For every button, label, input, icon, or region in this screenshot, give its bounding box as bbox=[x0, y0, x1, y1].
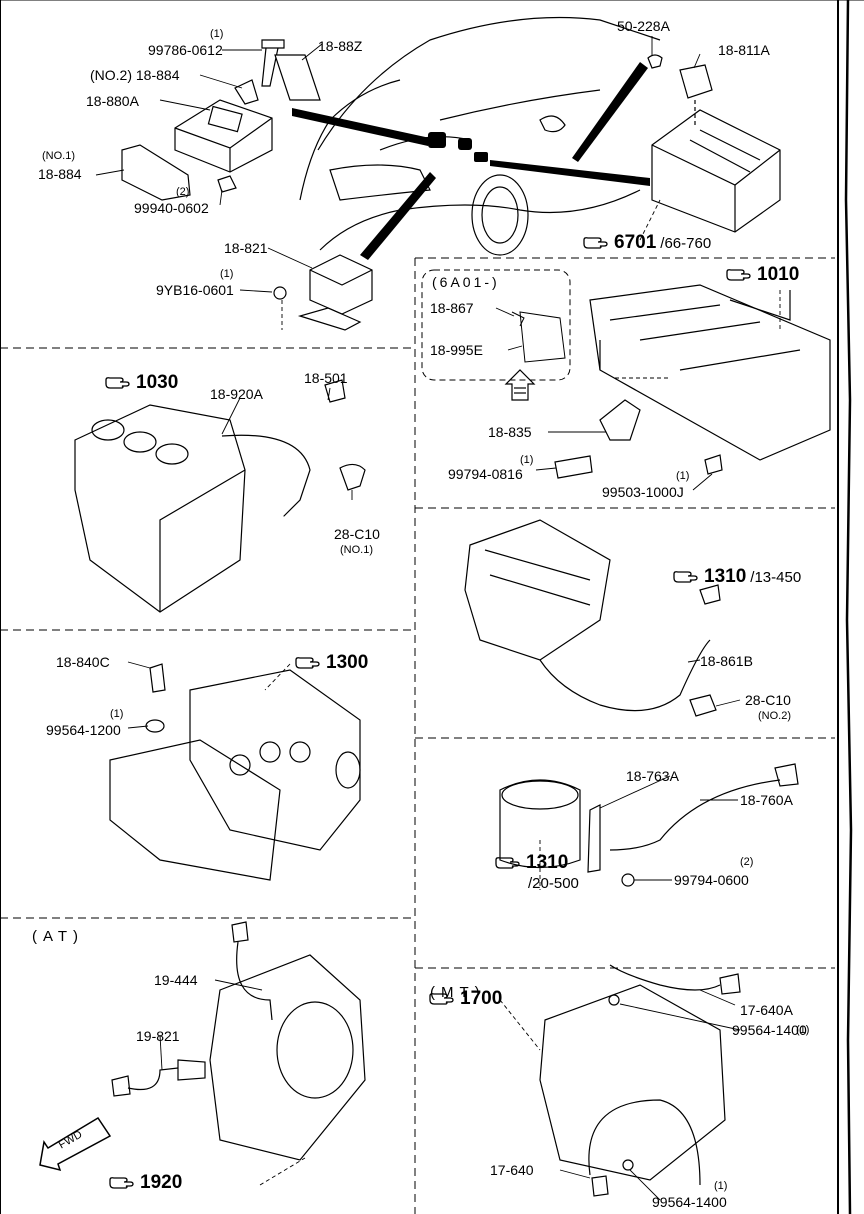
callout-wedges bbox=[292, 62, 650, 260]
relay-18-821 bbox=[273, 254, 373, 331]
part-99564-1200: 99564-1200 bbox=[46, 722, 121, 738]
no1-label: (NO.1) bbox=[340, 544, 373, 556]
part-18-763a: 18-763A bbox=[626, 768, 679, 784]
hand-pointer-icon bbox=[725, 268, 753, 282]
part-99794-0600: 99794-0600 bbox=[674, 872, 749, 888]
part-17-640: 17-640 bbox=[490, 1162, 534, 1178]
cylinder-block-1030 bbox=[74, 379, 366, 613]
up-arrow bbox=[504, 369, 536, 401]
hand-pointer-icon bbox=[104, 376, 132, 390]
qty-label: (1) bbox=[110, 708, 124, 720]
ecu-module bbox=[121, 39, 321, 201]
ref-1700: 1700 bbox=[428, 988, 502, 1010]
ref-1310-intake: 1310 /13-450 bbox=[672, 566, 801, 588]
part-18-861b: 18-861B bbox=[700, 653, 753, 669]
no2-label: (NO.2) bbox=[758, 710, 791, 722]
part-9yb16-0601: 9YB16-0601 bbox=[156, 282, 234, 298]
part-18-840c: 18-840C bbox=[56, 654, 110, 670]
hand-pointer-icon bbox=[494, 856, 522, 870]
ref-1300: 1300 bbox=[294, 652, 368, 674]
ref-number: 1700 bbox=[460, 988, 503, 1009]
cylinder-head-1010 bbox=[589, 284, 831, 461]
qty-label: (1) bbox=[220, 268, 234, 280]
intake-manifold-1310 bbox=[464, 519, 721, 717]
fwd-arrow bbox=[39, 1116, 112, 1172]
part-18-920a: 18-920A bbox=[210, 386, 263, 402]
hand-pointer-icon bbox=[582, 236, 610, 250]
part-18-995e: 18-995E bbox=[430, 342, 483, 358]
hand-pointer-icon bbox=[294, 656, 322, 670]
at-transmission bbox=[111, 921, 366, 1161]
part-18-835: 18-835 bbox=[488, 424, 532, 440]
section-mt: (MT) bbox=[430, 984, 486, 1001]
ref-page: /66-760 bbox=[660, 234, 712, 252]
part-28-c10-no2: 28-C10 bbox=[745, 692, 791, 708]
ref-number: 1310 bbox=[704, 566, 747, 587]
no1-label: (NO.1) bbox=[42, 150, 75, 162]
part-19-821: 19-821 bbox=[136, 1028, 180, 1044]
hand-pointer-icon bbox=[672, 570, 700, 584]
part-99794-0816: 99794-0816 bbox=[448, 466, 523, 482]
part-18-821: 18-821 bbox=[224, 240, 268, 256]
part-18-880a: 18-880A bbox=[86, 93, 139, 109]
part-19-444: 19-444 bbox=[154, 972, 198, 988]
hand-pointer-icon bbox=[108, 1176, 136, 1190]
part-99564-1400-a: 99564-1400 bbox=[732, 1022, 807, 1038]
ref-number: 6701 bbox=[614, 232, 657, 253]
leader-lines bbox=[95, 36, 781, 1201]
car-outline bbox=[299, 16, 661, 256]
part-50-228a: 50-228A bbox=[617, 18, 670, 34]
ref-6701: 6701 /66-760 bbox=[582, 232, 711, 254]
part-18-501: 18-501 bbox=[304, 370, 348, 386]
qty-label: (1) bbox=[520, 454, 534, 466]
subassembly-6a01: (6A01-) bbox=[432, 274, 500, 290]
part-17-640a: 17-640A bbox=[740, 1002, 793, 1018]
part-18-867: 18-867 bbox=[430, 300, 474, 316]
ref-number: 1010 bbox=[757, 264, 800, 285]
ref-1030: 1030 bbox=[104, 372, 178, 394]
part-28-c10-no1: 28-C10 bbox=[334, 526, 380, 542]
part-99786-0612: 99786-0612 bbox=[148, 42, 223, 58]
part-18-760a: 18-760A bbox=[740, 792, 793, 808]
cylinder-head-1300 bbox=[109, 663, 361, 881]
ref-page: /13-450 bbox=[750, 568, 802, 586]
qty-label: (1) bbox=[676, 470, 690, 482]
mt-transmission bbox=[539, 964, 741, 1197]
qty-label: (1) bbox=[210, 28, 224, 40]
ref-1310-exhaust-page: /20-500 bbox=[528, 875, 579, 892]
ref-1920: 1920 bbox=[108, 1172, 182, 1194]
part-99503-1000j: 99503-1000J bbox=[602, 484, 684, 500]
ref-number: 1920 bbox=[140, 1172, 183, 1193]
hand-pointer-icon bbox=[428, 992, 456, 1006]
part-18-884-no1: 18-884 bbox=[38, 166, 82, 182]
ref-number: 1030 bbox=[136, 372, 179, 393]
qty-label: (1) bbox=[796, 1024, 810, 1036]
part-18-811a: 18-811A bbox=[718, 42, 770, 58]
sensor-18-835 bbox=[554, 399, 723, 479]
part-18-884-no2: (NO.2) 18-884 bbox=[90, 67, 180, 83]
ref-number: 1310 bbox=[526, 852, 569, 873]
qty-label: (1) bbox=[714, 1180, 728, 1192]
section-dividers bbox=[0, 257, 835, 1214]
part-99940-0602: 99940-0602 bbox=[134, 200, 209, 216]
ref-1010: 1010 bbox=[725, 264, 799, 286]
bracket-6a01-box bbox=[421, 269, 571, 381]
relay-box bbox=[647, 54, 781, 233]
qty-label: (2) bbox=[176, 186, 190, 198]
ref-1310-exhaust: 1310 bbox=[494, 852, 568, 874]
ref-number: 1300 bbox=[326, 652, 369, 673]
qty-label: (2) bbox=[740, 856, 754, 868]
part-99564-1400-b: 99564-1400 bbox=[652, 1194, 727, 1210]
section-at: (AT) bbox=[32, 928, 85, 945]
part-18-88z: 18-88Z bbox=[318, 38, 363, 54]
